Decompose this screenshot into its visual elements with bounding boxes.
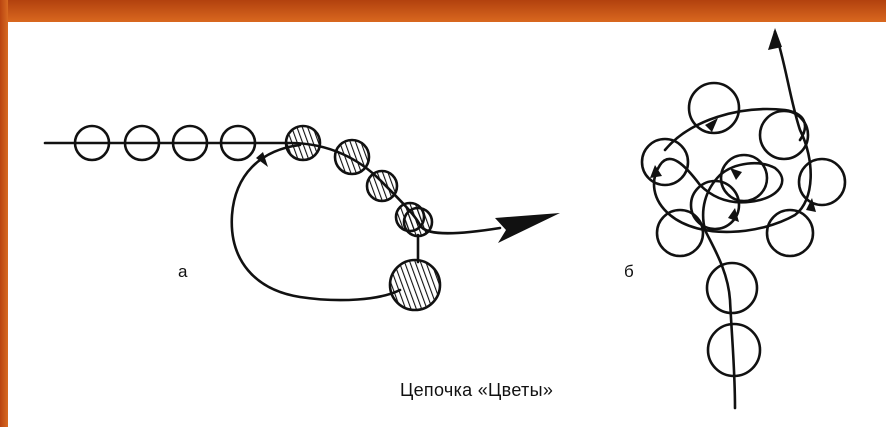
thread-a-loop (230, 143, 402, 302)
thread-b-upper (663, 107, 807, 152)
bead-open (719, 153, 769, 203)
bead-open (171, 124, 209, 162)
arrow-loop-icon (256, 152, 268, 167)
figure-b (640, 28, 847, 410)
bead-open (123, 124, 161, 162)
thread-a-main (43, 141, 502, 235)
bead-hatched (333, 138, 371, 176)
bead-hatched (365, 169, 399, 203)
bead-open (640, 137, 690, 187)
bead-open (797, 157, 847, 207)
arrow-up-icon (768, 28, 782, 50)
arrow-direction-icon (495, 213, 560, 243)
bead-hatched-large (388, 258, 442, 312)
bead-open (705, 261, 759, 315)
bead-open (765, 208, 815, 258)
bead-hatched (284, 124, 322, 162)
bead-open (219, 124, 257, 162)
slide-left-bar (0, 0, 8, 427)
bead-open (758, 109, 810, 161)
bead-open (689, 179, 741, 231)
arrow-right-icon (806, 198, 816, 212)
figure-a-label: а (178, 262, 188, 281)
bead-hatched (402, 206, 434, 238)
figure-a (43, 124, 502, 312)
arrow-left-icon (650, 165, 662, 178)
slide-top-bar (0, 0, 886, 22)
arrow-center-icon (730, 168, 742, 180)
bead-open (655, 208, 705, 258)
bead-open (687, 81, 741, 135)
bead-open (73, 124, 111, 162)
bead-open (706, 322, 762, 378)
figure-caption: Цепочка «Цветы» (400, 380, 554, 400)
thread-b (652, 30, 812, 410)
arrow-down-icon (728, 208, 739, 222)
figure-b-label: б (624, 262, 634, 281)
arrow-inner-icon (705, 118, 718, 132)
